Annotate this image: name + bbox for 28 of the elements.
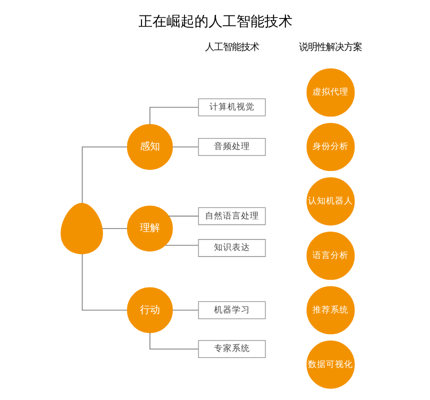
- node-circle: 行动: [126, 287, 172, 334]
- connector: [81, 146, 127, 204]
- node-box: 知识表达: [198, 239, 266, 257]
- node-circle: 推荐系统: [306, 286, 354, 334]
- node-circle: 身份分析: [306, 122, 354, 172]
- label: 说明性解决方案: [298, 42, 362, 53]
- node-circle: 感知: [126, 124, 172, 170]
- connector: [101, 228, 128, 230]
- node-circle: 理解: [126, 206, 172, 252]
- connector: [81, 253, 127, 311]
- node-circle: 认知机器人: [306, 177, 354, 226]
- node-circle: 数据可视化: [306, 340, 354, 389]
- node-circle: 虚拟代理: [306, 68, 354, 117]
- node-person: [60, 202, 102, 254]
- node-box: 计算机视觉: [198, 98, 266, 116]
- node-circle: 语言分析: [306, 232, 354, 280]
- node-box: 音频处理: [198, 138, 266, 156]
- connector: [148, 106, 198, 125]
- label: 人工智能技术: [204, 42, 258, 53]
- diagram-title: 正在崛起的人工智能技术: [138, 14, 292, 30]
- connector: [172, 310, 198, 311]
- connector: [164, 244, 198, 246]
- connector: [172, 146, 198, 148]
- node-box: 专家系统: [198, 340, 266, 358]
- connector: [168, 216, 198, 217]
- node-box: 机器学习: [198, 301, 266, 320]
- node-box: 自然语言处理: [198, 207, 266, 226]
- connector: [148, 332, 198, 350]
